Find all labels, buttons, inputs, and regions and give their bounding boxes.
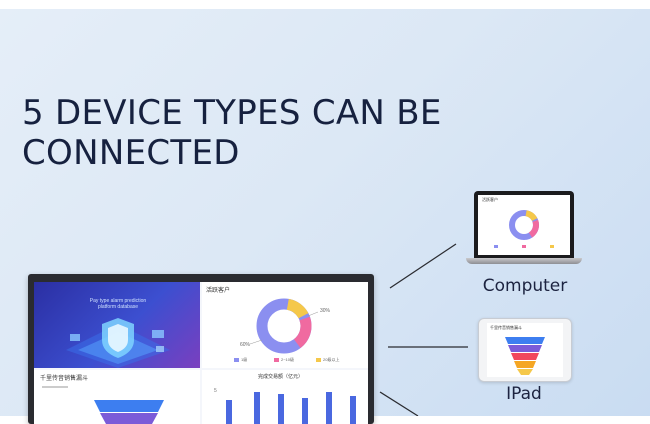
- ipad-funnel-chart: [505, 337, 545, 375]
- bar-chart: [226, 392, 356, 424]
- smart-display-device: Pay type alarm prediction platform datab…: [28, 274, 374, 424]
- laptop-lid: 活跃客户: [474, 191, 574, 259]
- laptop-screen-title: 活跃客户: [482, 197, 498, 202]
- pie-legend-3: 20级以上: [323, 357, 340, 362]
- smart-display-screen: Pay type alarm prediction platform datab…: [34, 282, 368, 424]
- laptop-screen: 活跃客户: [478, 195, 570, 255]
- computer-device: 活跃客户: [466, 191, 582, 269]
- headline-line-2: CONNECTED: [22, 133, 240, 173]
- bars-axis-label: 5: [214, 388, 217, 394]
- ipad-label: IPad: [506, 384, 542, 404]
- funnel-title: 千里传音销售漏斗: [40, 376, 89, 382]
- active-customers-panel: 活跃客户 30% 60% 1级 2~10级 20级以上: [202, 282, 368, 368]
- laptop-base: [466, 258, 582, 264]
- bars-title: 完成交易额（亿元）: [258, 374, 304, 380]
- pie-legend-2: 2~10级: [281, 357, 295, 362]
- pie-label-right: 30%: [320, 308, 331, 314]
- ipad-screen: 千里传音销售漏斗: [487, 323, 563, 377]
- hero-caption: Pay type alarm prediction platform datab…: [89, 298, 147, 310]
- headline-line-1: 5 DEVICE TYPES CAN BE: [22, 93, 442, 133]
- laptop-donut-chart: [494, 210, 554, 248]
- ipad-screen-title: 千里传音销售漏斗: [490, 325, 522, 330]
- headline: 5 DEVICE TYPES CAN BE CONNECTED: [22, 93, 442, 173]
- computer-label: Computer: [482, 276, 568, 296]
- hero-panel: Pay type alarm prediction platform datab…: [34, 282, 200, 368]
- pie-legend-1: 1级: [241, 357, 248, 362]
- transaction-bars-panel: 完成交易额（亿元） 5: [202, 370, 368, 424]
- donut-chart: [234, 298, 321, 362]
- security-shield-illustration: [66, 318, 170, 368]
- ipad-device: 千里传音销售漏斗: [478, 318, 572, 382]
- pie-title: 活跃客户: [206, 288, 231, 294]
- pie-label-left: 60%: [240, 342, 251, 348]
